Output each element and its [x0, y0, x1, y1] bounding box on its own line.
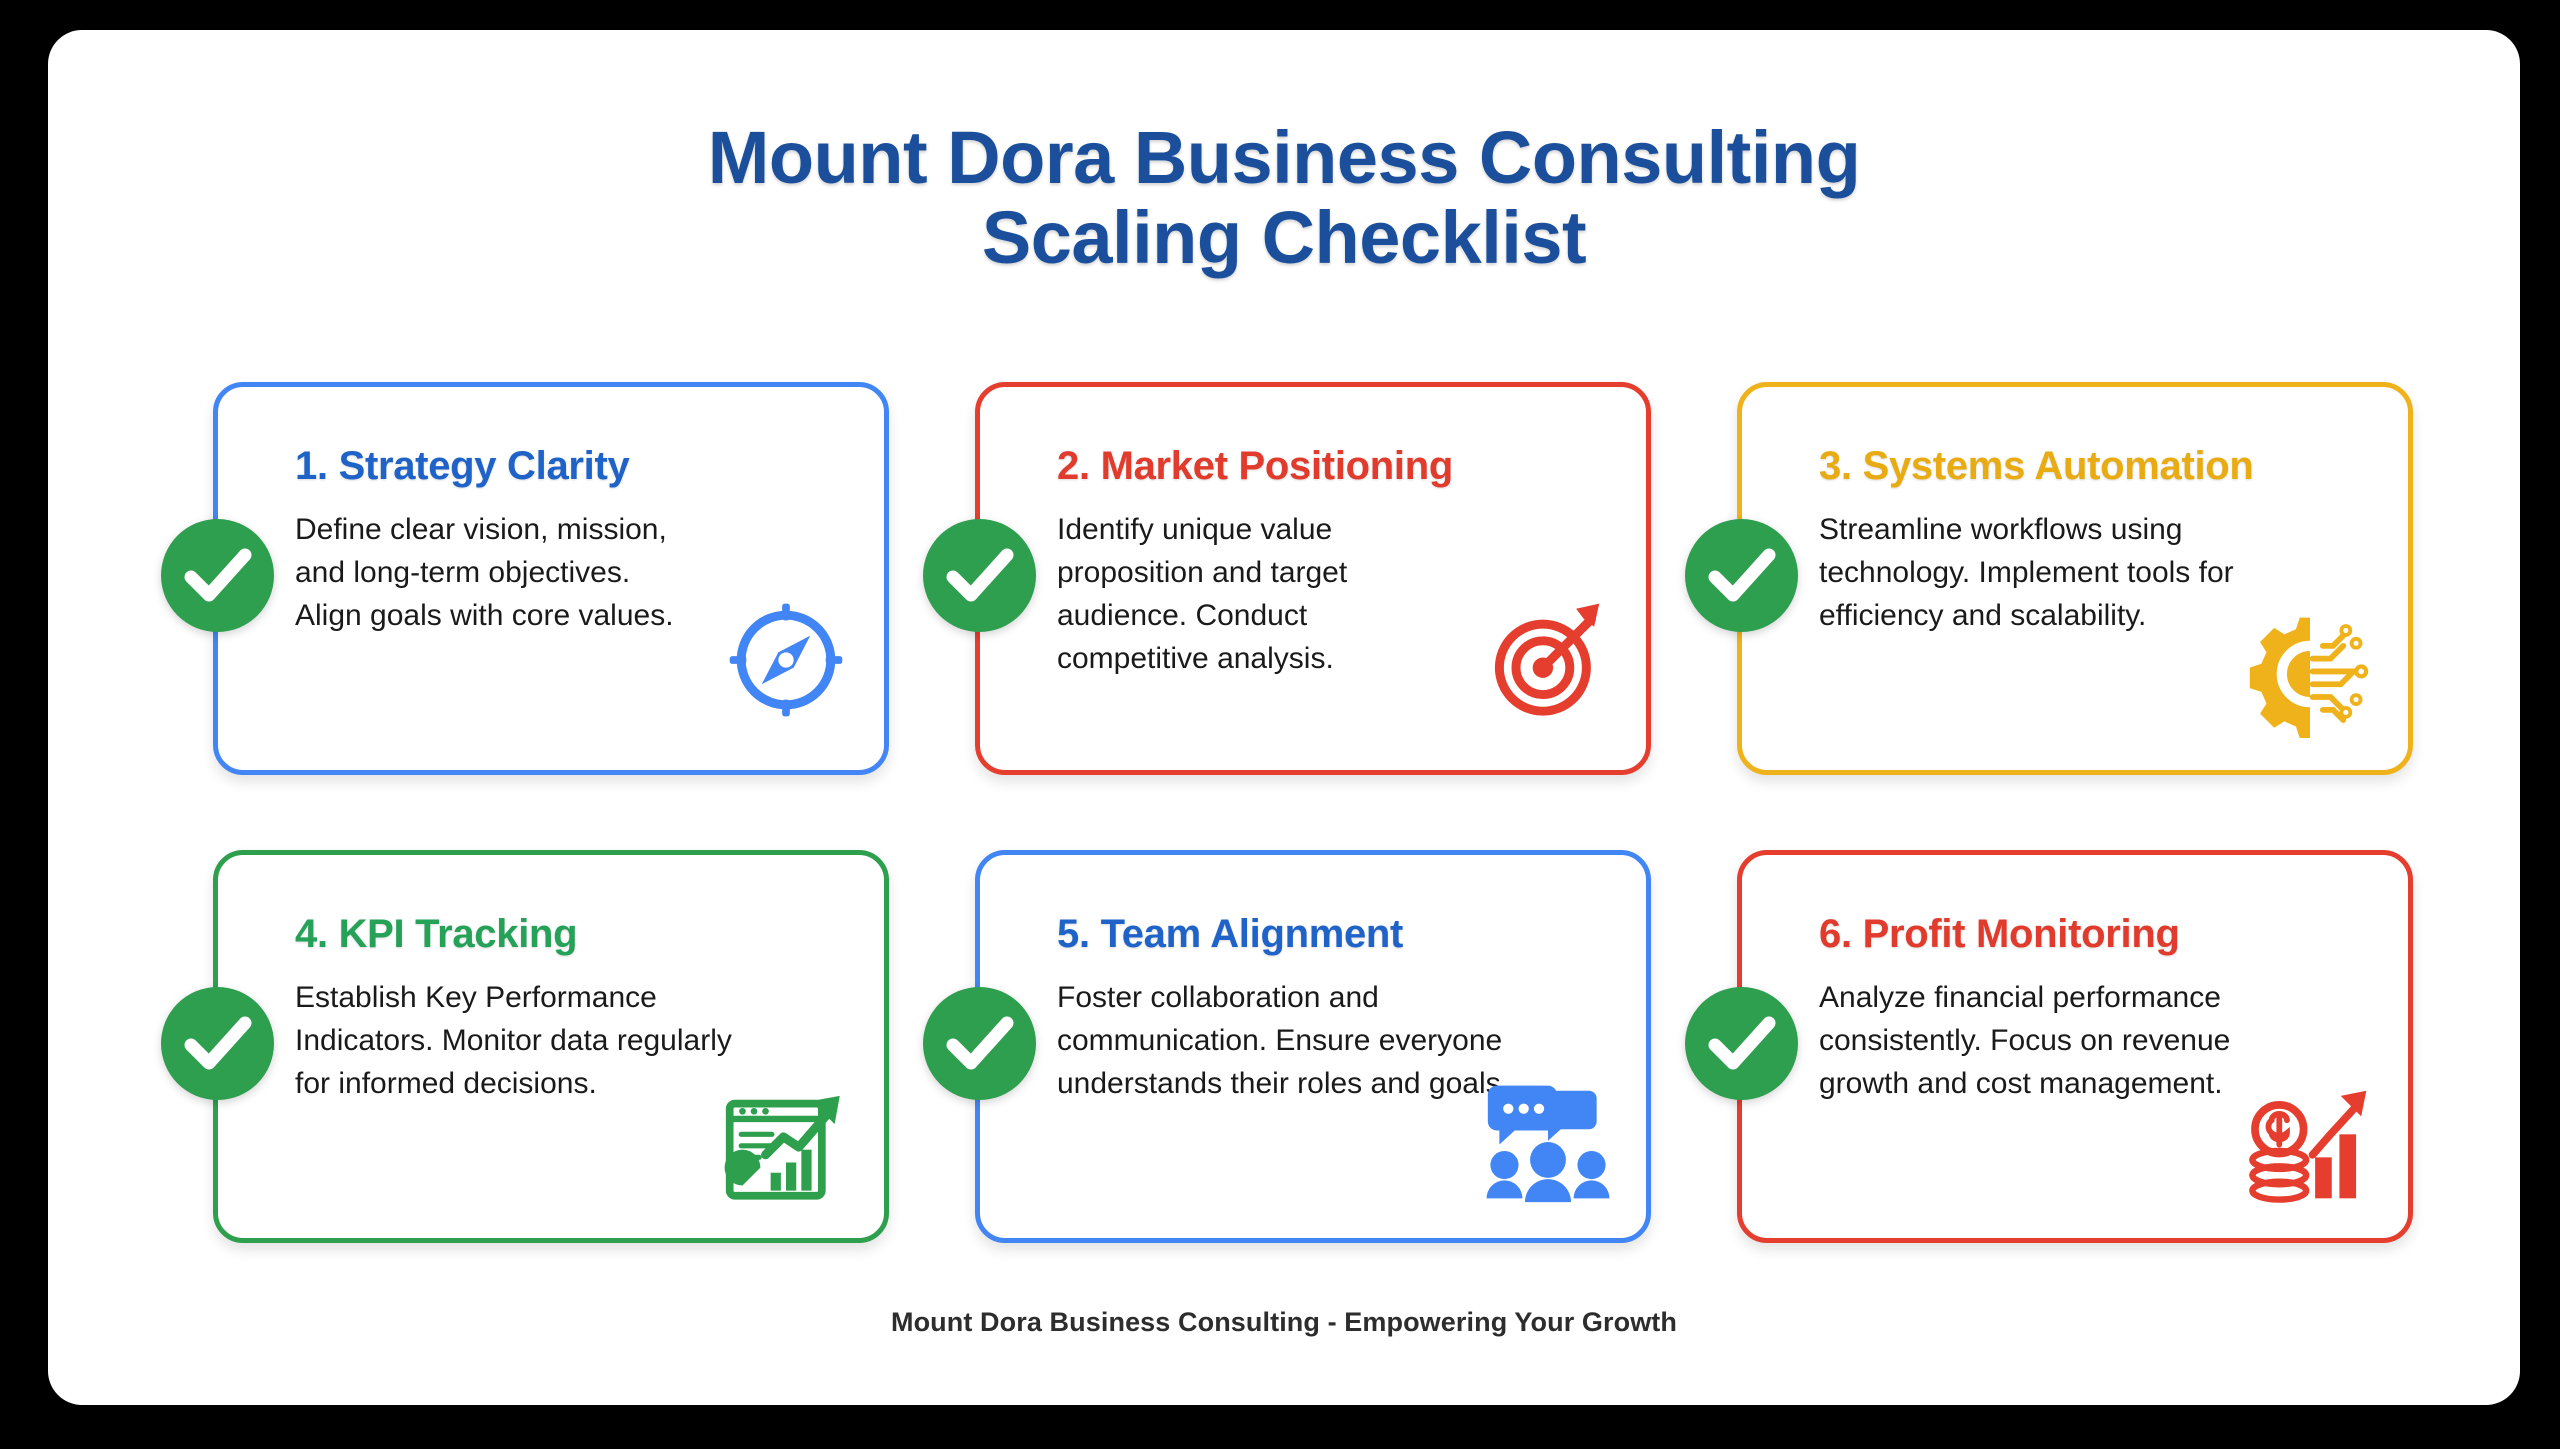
card-description: Foster collaboration and communication. …: [1057, 981, 1509, 1100]
card-title: 4. KPI Tracking: [295, 912, 578, 956]
page-title-line-1: Mount Dora Business Consulting: [707, 116, 1861, 199]
card-description: Establish Key Performance Indicators. Mo…: [295, 981, 732, 1100]
check-mark-icon: [1685, 987, 1798, 1100]
checklist-card-kpi-tracking[interactable]: 4. KPI Tracking Establish Key Performanc…: [161, 850, 889, 1243]
card-body: 1. Strategy Clarity Define clear vision,…: [218, 387, 884, 770]
card-description: Define clear vision, mission, and long-t…: [295, 513, 674, 632]
checklist-card-profit-monitoring[interactable]: 6. Profit Monitoring Analyze financial p…: [1685, 850, 2413, 1243]
check-mark-icon: [161, 987, 274, 1100]
card-body: 5. Team Alignment Foster collaboration a…: [980, 855, 1646, 1238]
page-title: Mount Dora Business Consulting Scaling C…: [48, 118, 2520, 278]
checklist-row-1: 1. Strategy Clarity Define clear vision,…: [161, 382, 2413, 775]
check-mark-icon: [161, 519, 274, 632]
card-body: 4. KPI Tracking Establish Key Performanc…: [218, 855, 884, 1238]
card-body: 6. Profit Monitoring Analyze financial p…: [1742, 855, 2408, 1238]
checklist-card-team-alignment[interactable]: 5. Team Alignment Foster collaboration a…: [923, 850, 1651, 1243]
card-body: 3. Systems Automation Streamline workflo…: [1742, 387, 2408, 770]
card-description: Identify unique value proposition and ta…: [1057, 513, 1348, 675]
checklist-grid: 1. Strategy Clarity Define clear vision,…: [161, 382, 2413, 1318]
card-body: 2. Market Positioning Identify unique va…: [980, 387, 1646, 770]
card-title: 1. Strategy Clarity: [295, 444, 630, 488]
card-title: 5. Team Alignment: [1057, 912, 1404, 956]
checklist-card-market-positioning[interactable]: 2. Market Positioning Identify unique va…: [923, 382, 1651, 775]
checklist-card-strategy-clarity[interactable]: 1. Strategy Clarity Define clear vision,…: [161, 382, 889, 775]
card-description: Streamline workflows using technology. I…: [1819, 513, 2234, 632]
check-mark-icon: [923, 987, 1036, 1100]
footer-tagline: Mount Dora Business Consulting - Empower…: [890, 1307, 1677, 1337]
check-mark-icon: [1685, 519, 1798, 632]
card-description: Analyze financial performance consistent…: [1819, 981, 2231, 1100]
page-title-line-2: Scaling Checklist: [981, 195, 1587, 279]
card-title: 2. Market Positioning: [1057, 444, 1453, 488]
card-title: 3. Systems Automation: [1819, 444, 2254, 488]
check-mark-icon: [923, 519, 1036, 632]
checklist-row-2: 4. KPI Tracking Establish Key Performanc…: [161, 850, 2413, 1243]
infographic-panel: Mount Dora Business Consulting Scaling C…: [48, 30, 2520, 1405]
card-title: 6. Profit Monitoring: [1819, 912, 2180, 956]
checklist-card-systems-automation[interactable]: 3. Systems Automation Streamline workflo…: [1685, 382, 2413, 775]
